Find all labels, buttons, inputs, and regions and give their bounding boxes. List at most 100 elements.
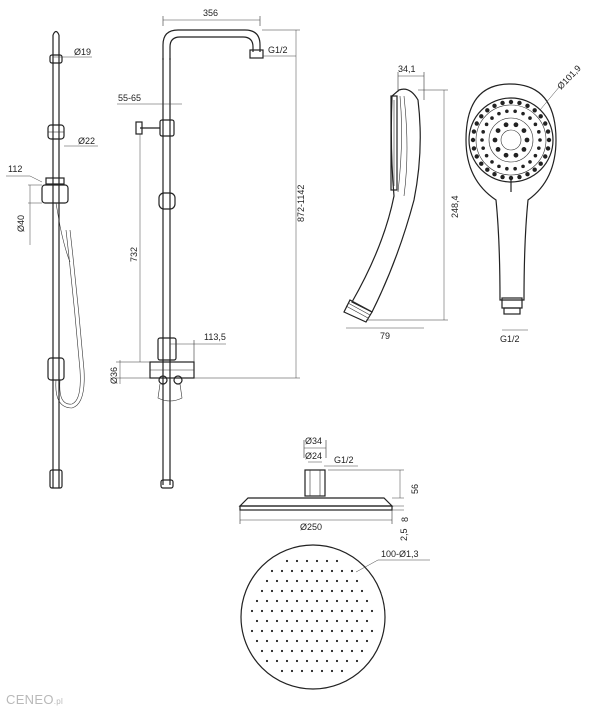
rain-nozzle-dot (305, 659, 309, 663)
rain-nozzle-dot (285, 579, 289, 583)
rain-nozzle-dot (335, 639, 339, 643)
rain-nozzle-dot (335, 559, 339, 563)
rain-nozzle-dot (315, 639, 319, 643)
rain-nozzle-dot (270, 609, 274, 613)
rain-nozzle-dot (310, 649, 314, 653)
rain-nozzle-dot (280, 629, 284, 633)
rain-nozzle-dot (250, 629, 254, 633)
rain-nozzle-dot (295, 639, 299, 643)
rain-nozzle-dot (280, 609, 284, 613)
rain-nozzle-dot (355, 639, 359, 643)
hand-nozzle-dot (471, 129, 477, 134)
rain-nozzle-dot (300, 649, 304, 653)
rain-nozzle-dot (290, 629, 294, 633)
dim-hand-connection: G1/2 (500, 334, 520, 344)
rain-nozzle-dot (345, 639, 349, 643)
dim-holder-diameter: Ø22 (78, 136, 95, 146)
hand-nozzle-dot (481, 146, 485, 150)
hand-nozzle-dot (474, 121, 479, 126)
rain-nozzle-dot (280, 649, 284, 653)
hand-nozzle-dot (521, 111, 525, 116)
dim-rain-edge: 2,5 (399, 528, 409, 541)
hand-nozzle-dot (492, 172, 497, 177)
rain-nozzle-dot (320, 649, 324, 653)
hand-nozzle-dot (532, 167, 537, 172)
rain-nozzle-dot (295, 659, 299, 663)
rain-nozzle-dot (275, 639, 279, 643)
rain-nozzle-dot (350, 569, 354, 573)
hand-shower-side-view: 34,1 248,4 79 (343, 64, 460, 341)
rain-nozzle-dot (310, 609, 314, 613)
hand-nozzle-dot (513, 152, 519, 158)
rain-nozzle-dot (270, 569, 274, 573)
rain-nozzle-dot (295, 559, 299, 563)
rain-nozzle-dot (350, 629, 354, 633)
rain-nozzle-dot (275, 579, 279, 583)
rain-nozzle-dot (315, 599, 319, 603)
rain-nozzle-dot (355, 619, 359, 623)
dim-hand-length: 248,4 (450, 195, 460, 218)
rain-shower-side-view: Ø34 Ø24 G1/2 56 8 2,5 Ø250 (238, 436, 420, 541)
hand-nozzle-dot (543, 121, 548, 126)
rain-nozzle-dot (335, 619, 339, 623)
dim-nozzle-count: 100-Ø1,3 (381, 549, 419, 559)
rain-nozzle-dot (360, 589, 364, 593)
dim-rail-diameter: Ø19 (74, 47, 91, 57)
rain-nozzle-dot (330, 569, 334, 573)
rain-nozzle-dot (305, 639, 309, 643)
rain-nozzle-dot (350, 609, 354, 613)
hand-nozzle-dot (528, 160, 532, 164)
sliding-rail-view: Ø19 Ø22 112 Ø40 (6, 30, 98, 489)
hand-nozzle-dot (500, 174, 505, 180)
rain-nozzle-dot (320, 629, 324, 633)
rain-nozzle-dot (275, 619, 279, 623)
rain-nozzle-dot (290, 589, 294, 593)
rain-nozzle-dot (300, 589, 304, 593)
hand-nozzle-dot (517, 100, 522, 106)
rain-nozzle-dot (330, 669, 334, 673)
dim-arm-connection: G1/2 (268, 45, 288, 55)
rain-nozzle-dot (265, 659, 269, 663)
hand-nozzle-dot (528, 116, 532, 120)
rain-nozzle-dot (290, 569, 294, 573)
dim-rain-inner-diameter: Ø24 (305, 451, 322, 461)
rain-nozzle-dot (325, 599, 329, 603)
hand-nozzle-dot (470, 137, 476, 143)
rain-nozzle-dot (365, 639, 369, 643)
rain-nozzle-dot (310, 669, 314, 673)
hand-nozzle-dot (508, 99, 514, 105)
rain-nozzle-dot (285, 619, 289, 623)
hand-nozzle-dot (497, 111, 501, 116)
rain-nozzle-dot (285, 659, 289, 663)
rain-nozzle-dot (265, 599, 269, 603)
dim-slider-diameter: Ø40 (16, 215, 26, 232)
rain-nozzle-dot (365, 619, 369, 623)
rain-nozzle-dot (350, 589, 354, 593)
dim-rain-thickness: 8 (400, 517, 410, 522)
rain-nozzle-dot (265, 619, 269, 623)
rain-nozzle-dot (270, 589, 274, 593)
rain-nozzle-dot (325, 639, 329, 643)
rain-nozzle-dot (355, 579, 359, 583)
rain-nozzle-dot (305, 599, 309, 603)
rain-nozzle-dot (360, 629, 364, 633)
rain-nozzle-dot (270, 649, 274, 653)
rain-nozzle-dot (275, 659, 279, 663)
hand-nozzle-dot (525, 103, 530, 108)
rain-nozzle-dot (250, 609, 254, 613)
hand-nozzle-dot (537, 130, 541, 134)
hand-nozzle-dot (543, 154, 548, 159)
rain-nozzle-dot (335, 599, 339, 603)
hand-nozzle-dot (537, 146, 541, 150)
hand-nozzle-dot (484, 153, 489, 158)
rain-nozzle-dot (330, 589, 334, 593)
rain-nozzle-dot (330, 629, 334, 633)
rain-nozzle-dot (280, 589, 284, 593)
rain-nozzle-dot (310, 569, 314, 573)
rain-nozzle-dot (295, 599, 299, 603)
rain-nozzle-dot (340, 589, 344, 593)
rain-nozzle-dot (310, 629, 314, 633)
hand-nozzle-dot (484, 122, 489, 127)
rain-nozzle-dot (360, 649, 364, 653)
